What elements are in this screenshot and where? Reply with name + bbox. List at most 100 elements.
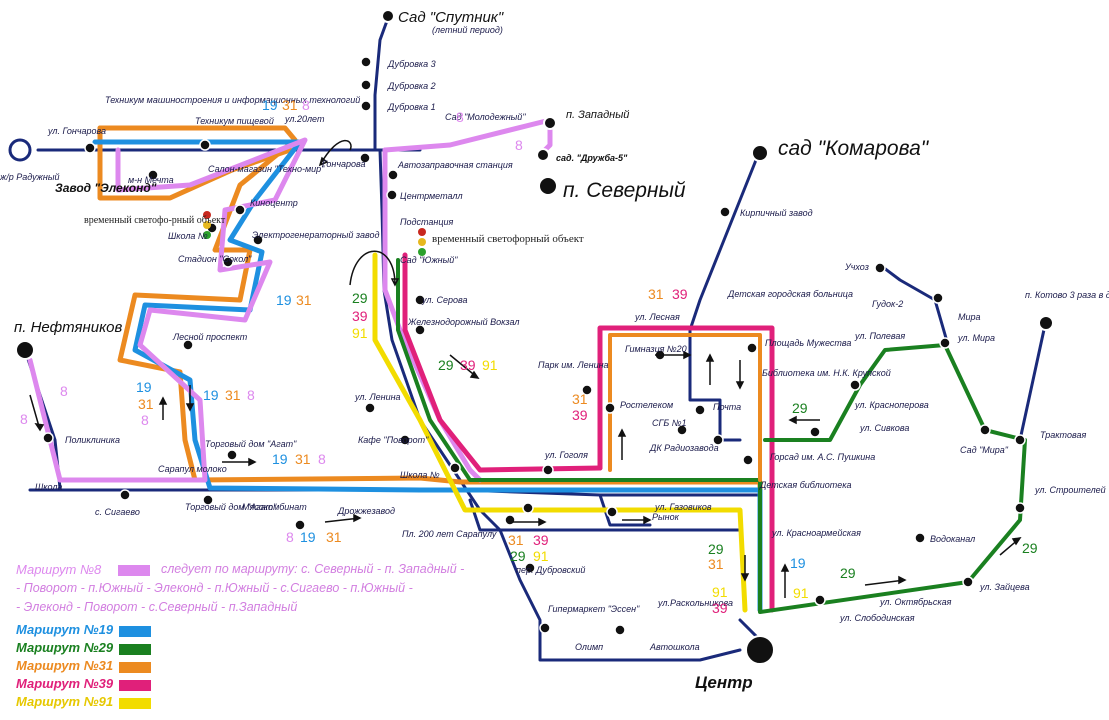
note-svetofor-1: временный светофо-рный объект xyxy=(84,215,226,226)
stop-label: Салон-магазин "Техно-мир" xyxy=(208,164,325,174)
terminal-radujny xyxy=(8,138,32,162)
route-num: 31 xyxy=(572,391,588,407)
legend-route-19: Маршрут №19 xyxy=(16,622,114,637)
stop-label: Олимп xyxy=(575,642,603,652)
legend-route-8: Маршрут №8 xyxy=(16,562,101,577)
legend-route-8-desc-2: - Поворот - п.Южный - Элеконд - п.Южный … xyxy=(16,581,413,595)
stop-label: ул. Октябрьская xyxy=(879,597,952,607)
stop-dot xyxy=(742,454,754,466)
stop-dot xyxy=(147,169,159,181)
route-num: 91 xyxy=(352,325,368,341)
stop-label: Школа xyxy=(35,482,62,492)
stop-dot xyxy=(614,624,626,636)
stop-dot xyxy=(694,404,706,416)
stop-label: Школа № xyxy=(168,231,208,241)
place-radujny: ж/р Радужный xyxy=(0,172,59,182)
arrow-icon xyxy=(622,515,652,525)
stop-dot xyxy=(359,152,371,164)
stop-label: Техникум машиностроения и информационных… xyxy=(105,95,360,105)
stop-label: Водоканал xyxy=(930,534,975,544)
arrow-icon xyxy=(864,575,907,586)
stop-label: ул.20лет xyxy=(284,114,325,124)
terminal-druzhba xyxy=(536,148,550,162)
stop-label: м-н Мечта xyxy=(128,175,174,185)
stop-label: Дубровка 3 xyxy=(387,59,436,69)
place-komarova: сад "Комарова" xyxy=(778,137,930,160)
route-num: 29 xyxy=(352,290,368,306)
stop-dot xyxy=(962,576,974,588)
traffic-light-green xyxy=(203,231,211,239)
place-druzhba: сад. "Дружба-5" xyxy=(556,153,628,163)
stop-dot xyxy=(542,464,554,476)
route-num: 19 xyxy=(300,529,316,545)
arrow-icon xyxy=(222,457,257,467)
stop-dot xyxy=(84,142,96,154)
route-num: 8 xyxy=(286,529,294,545)
stop-label: Почта xyxy=(713,402,741,412)
stop-label: Детская городская больница xyxy=(727,289,853,299)
road-uchkoz xyxy=(878,263,950,347)
place-center: Центр xyxy=(695,673,753,692)
place-kotovo: п. Котово 3 раза в день xyxy=(1025,290,1109,300)
stop-dot xyxy=(360,56,372,68)
stop-dot xyxy=(360,100,372,112)
stop-label: Кафе "Поворот" xyxy=(358,435,429,445)
stop-label: Автошкола xyxy=(649,642,700,652)
route-num: 31 xyxy=(508,532,524,548)
route-num: 31 xyxy=(225,387,241,403)
road-pochta xyxy=(688,328,742,442)
route-num: 8 xyxy=(247,387,255,403)
terminal-neftyanikov xyxy=(15,340,35,360)
legend-swatch-19 xyxy=(119,626,151,637)
legend-route-31: Маршрут №31 xyxy=(16,658,114,673)
routes xyxy=(27,117,1027,614)
stop-dot xyxy=(387,169,399,181)
route-num: 31 xyxy=(648,286,664,302)
route-num: 19 xyxy=(276,292,292,308)
stop-dot xyxy=(226,449,238,461)
stop-dot xyxy=(719,206,731,218)
stop-label: Гончарова xyxy=(322,159,366,169)
traffic-light-2 xyxy=(418,228,426,256)
route-num: 8 xyxy=(456,109,464,125)
stop-label: Центрметалл xyxy=(400,191,463,201)
legend-swatch-31 xyxy=(119,662,151,673)
route-num: 39 xyxy=(672,286,688,302)
stop-dot xyxy=(42,432,54,444)
route-num: 8 xyxy=(515,137,523,153)
route-num: 19 xyxy=(790,555,806,571)
route-num: 31 xyxy=(296,292,312,308)
place-elekond: Завод "Элеконд" xyxy=(55,181,157,195)
stop-dot xyxy=(849,379,861,391)
stop-label: ул. Красноперова xyxy=(854,400,929,410)
stop-label: Библиотека им. Н.К. Крупской xyxy=(762,368,891,378)
stop-dot xyxy=(676,424,688,436)
terminal-sputnik xyxy=(381,9,395,23)
stop-label: Автозаправочная станция xyxy=(397,160,513,170)
route-num: 29 xyxy=(840,565,856,581)
terminal-kotovo xyxy=(1038,315,1054,331)
stop-label: ул. Гоголя xyxy=(544,450,588,460)
stop-label: с. Сигаево xyxy=(95,507,140,517)
stop-dot xyxy=(814,594,826,606)
stop-dot xyxy=(932,292,944,304)
stop-label: Железнодорожный Вокзал xyxy=(407,317,519,327)
stop-dot xyxy=(399,434,411,446)
arrow-icon xyxy=(29,394,45,432)
stop-label: Площадь Мужества xyxy=(765,338,851,348)
route-num: 8 xyxy=(318,451,326,467)
route-8-line xyxy=(27,137,308,483)
arrow-icon xyxy=(513,517,547,527)
stop-dot xyxy=(449,462,461,474)
stop-label: Торговый дом "Агат" xyxy=(185,502,277,512)
stop-dot xyxy=(234,204,246,216)
route-num: 39 xyxy=(572,407,588,423)
arrow-icon xyxy=(324,513,362,523)
stop-label: Дубровка 1 xyxy=(387,102,436,112)
arrow-icon xyxy=(780,563,790,598)
stop-label: Рынок xyxy=(652,512,680,522)
stop-label: Техникум пищевой xyxy=(195,116,274,126)
route-num: 8 xyxy=(20,411,28,427)
stop-dot xyxy=(222,256,234,268)
terminal-komarova xyxy=(751,144,769,162)
